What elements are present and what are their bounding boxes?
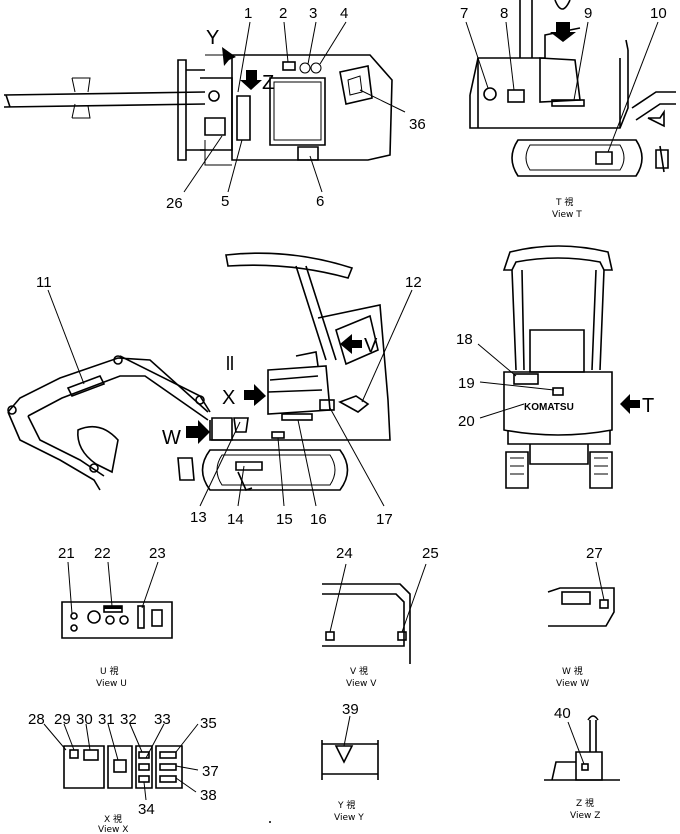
rear-view-drawing: KOMATSU [502,245,613,489]
view-y-letter: Y [206,27,219,49]
callout-35: 35 [200,715,217,732]
view-w-leaders [595,561,605,601]
callout-10: 10 [650,5,667,22]
view-v-drawing [322,583,411,664]
callout-11: 11 [36,274,52,291]
view-t-arrow: T [620,394,654,417]
callout-13: 13 [190,509,207,526]
view-z-caption: View Z [570,811,600,821]
callout-14: 14 [227,511,244,528]
brand-logo: KOMATSU [524,402,574,413]
view-y-leaders [343,715,351,747]
view-t-drawing [469,0,676,177]
callout-12: 12 [405,274,422,291]
view-u-caption: View U [96,679,127,689]
view-t-caption: View T [552,210,582,220]
view-v-leaders [329,563,427,633]
callout-40: 40 [554,705,571,722]
callout-5: 5 [221,193,229,210]
view-x-drawing [63,745,183,789]
callout-29: 29 [54,711,71,728]
callout-18: 18 [456,331,473,348]
callout-19: 19 [458,375,475,392]
callout-6: 6 [316,193,324,210]
view-x-letter: X [222,387,235,409]
callout-7: 7 [460,5,468,22]
callout-24: 24 [336,545,353,562]
callout-23: 23 [149,545,166,562]
callout-22: 22 [94,545,111,562]
side-view-leaders [47,289,413,507]
view-t-kanji: T 視 [555,196,573,208]
callout-32: 32 [120,711,137,728]
callout-34: 34 [138,801,155,818]
callout-30: 30 [76,711,93,728]
view-y-drawing [321,740,379,780]
callout-33: 33 [154,711,171,728]
view-w-kanji: W 視 [562,665,583,677]
callout-20: 20 [458,413,475,430]
callout-21: 21 [58,545,75,562]
top-view-drawing [3,54,393,166]
callout-9: 9 [584,5,592,22]
view-z-leaders [567,721,585,765]
callout-2: 2 [279,5,287,22]
view-x-leaders [43,723,199,801]
callout-1: 1 [244,5,252,22]
callout-15: 15 [276,511,293,528]
callout-26: 26 [166,195,183,212]
view-t-letter: T [642,395,654,417]
view-u-leaders [67,561,159,615]
view-z-kanji: Z 視 [576,797,594,809]
callout-8: 8 [500,5,508,22]
view-y-kanji: Y 視 [337,799,355,811]
callout-3: 3 [309,5,317,22]
view-w-drawing [547,587,615,627]
callout-28: 28 [28,711,45,728]
rear-view-leaders [477,343,555,419]
callout-16: 16 [310,511,327,528]
view-v-caption: View V [346,679,377,689]
view-y-caption: View Y [334,813,364,823]
view-v-kanji: V 視 [350,665,368,677]
view-w-arrow: W [162,420,210,449]
callout-25: 25 [422,545,439,562]
callout-39: 39 [342,701,359,718]
view-z-letter: Z [262,72,274,94]
callout-27: 27 [586,545,603,562]
callout-36: 36 [409,116,426,133]
view-z-drawing [544,715,620,781]
callout-31: 31 [98,711,115,728]
view-x-kanji: X 視 [104,813,122,825]
view-w-letter: W [162,427,181,449]
view-x-caption: View X [98,825,128,834]
view-x-arrow: X [222,384,266,409]
view-u-drawing [61,601,173,639]
view-w-caption: View W [556,679,589,689]
callout-4: 4 [340,5,348,22]
view-z-arrow: Z [240,70,274,94]
view-v-letter: V [364,335,378,357]
callout-38: 38 [200,787,217,804]
callout-17: 17 [376,511,393,528]
top-view-leaders [183,21,406,193]
view-u-kanji: U 視 [100,665,118,677]
view-y-arrow: Y [206,27,236,66]
view-t-leaders [465,21,659,153]
callout-37: 37 [202,763,219,780]
side-view-drawing: V [7,252,391,491]
